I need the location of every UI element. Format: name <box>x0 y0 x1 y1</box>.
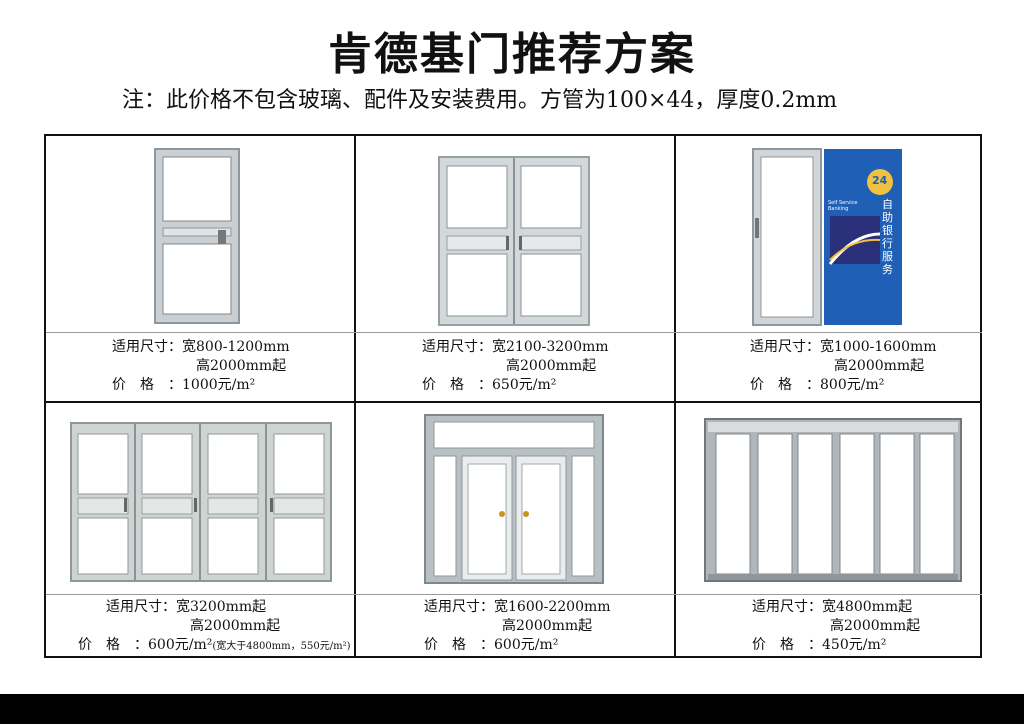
door-image-four-panel <box>70 422 332 582</box>
grid-divider-v1 <box>354 136 356 656</box>
price-value: 600元/m² <box>148 637 213 653</box>
size-label: 适用尺寸： <box>112 339 182 355</box>
product-caption-2: 适用尺寸：宽2100-3200mm 高2000mm起 价 格 ：650元/m² <box>422 338 609 395</box>
grid-divider-h <box>46 401 980 403</box>
atm-badge-text: 24 <box>872 174 888 187</box>
size-width: 宽1600-2200mm <box>494 599 611 615</box>
page-title: 肯德基门推荐方案 <box>328 29 696 80</box>
caption-separator-top <box>46 332 982 333</box>
price-value: 650元/m² <box>492 377 557 393</box>
size-width: 宽2100-3200mm <box>492 339 609 355</box>
product-caption-4: 适用尺寸：宽3200mm起 高2000mm起 价 格 ：600元/m²(宽大于4… <box>78 598 351 656</box>
price-label: 价 格 ： <box>750 377 820 393</box>
atm-banner-en: Self Service Banking <box>828 200 858 212</box>
price-value: 1000元/m² <box>182 377 256 393</box>
size-label: 适用尺寸： <box>750 339 820 355</box>
price-value: 800元/m² <box>820 377 885 393</box>
size-label: 适用尺寸： <box>424 599 494 615</box>
price-label: 价 格 ： <box>112 377 182 393</box>
size-label: 适用尺寸： <box>422 339 492 355</box>
product-grid: 24 Self Service Banking 自助银行服务 <box>44 134 982 658</box>
size-height: 高2000mm起 <box>834 358 925 374</box>
door-image-atm <box>752 148 902 326</box>
price-footnote: (宽大于4800mm，550元/m²) <box>212 641 351 652</box>
product-caption-6: 适用尺寸：宽4800mm起 高2000mm起 价 格 ：450元/m² <box>752 598 920 655</box>
door-handle <box>218 230 226 244</box>
size-height: 高2000mm起 <box>506 358 597 374</box>
atm-24-badge-icon <box>867 169 893 195</box>
door-knob-right <box>523 511 529 517</box>
size-width: 宽1000-1600mm <box>820 339 937 355</box>
product-caption-3: 适用尺寸：宽1000-1600mm 高2000mm起 价 格 ：800元/m² <box>750 338 937 395</box>
size-height: 高2000mm起 <box>502 618 593 634</box>
size-width: 宽3200mm起 <box>176 599 267 615</box>
product-caption-5: 适用尺寸：宽1600-2200mm 高2000mm起 价 格 ：600元/m² <box>424 598 611 655</box>
product-caption-1: 适用尺寸：宽800-1200mm 高2000mm起 价 格 ：1000元/m² <box>112 338 290 395</box>
price-label: 价 格 ： <box>422 377 492 393</box>
price-value: 600元/m² <box>494 637 559 653</box>
price-value: 450元/m² <box>822 637 887 653</box>
grid-divider-v2 <box>674 136 676 656</box>
door-knob-left <box>499 511 505 517</box>
door-image-single <box>154 148 240 324</box>
door-image-transom <box>424 414 604 584</box>
size-height: 高2000mm起 <box>190 618 281 634</box>
door-image-folding <box>704 418 962 582</box>
door-image-double <box>438 156 590 326</box>
size-width: 宽4800mm起 <box>822 599 913 615</box>
price-label: 价 格 ： <box>424 637 494 653</box>
footer-bar <box>0 694 1024 724</box>
atm-banner-cn: 自助银行服务 <box>882 198 893 276</box>
size-height: 高2000mm起 <box>196 358 287 374</box>
price-note: 注：此价格不包含玻璃、配件及安装费用。方管为100×44，厚度0.2mm <box>122 88 838 113</box>
size-width: 宽800-1200mm <box>182 339 290 355</box>
size-height: 高2000mm起 <box>830 618 921 634</box>
price-label: 价 格 ： <box>78 637 148 653</box>
price-label: 价 格 ： <box>752 637 822 653</box>
size-label: 适用尺寸： <box>752 599 822 615</box>
caption-separator-bottom <box>46 594 982 595</box>
size-label: 适用尺寸： <box>106 599 176 615</box>
